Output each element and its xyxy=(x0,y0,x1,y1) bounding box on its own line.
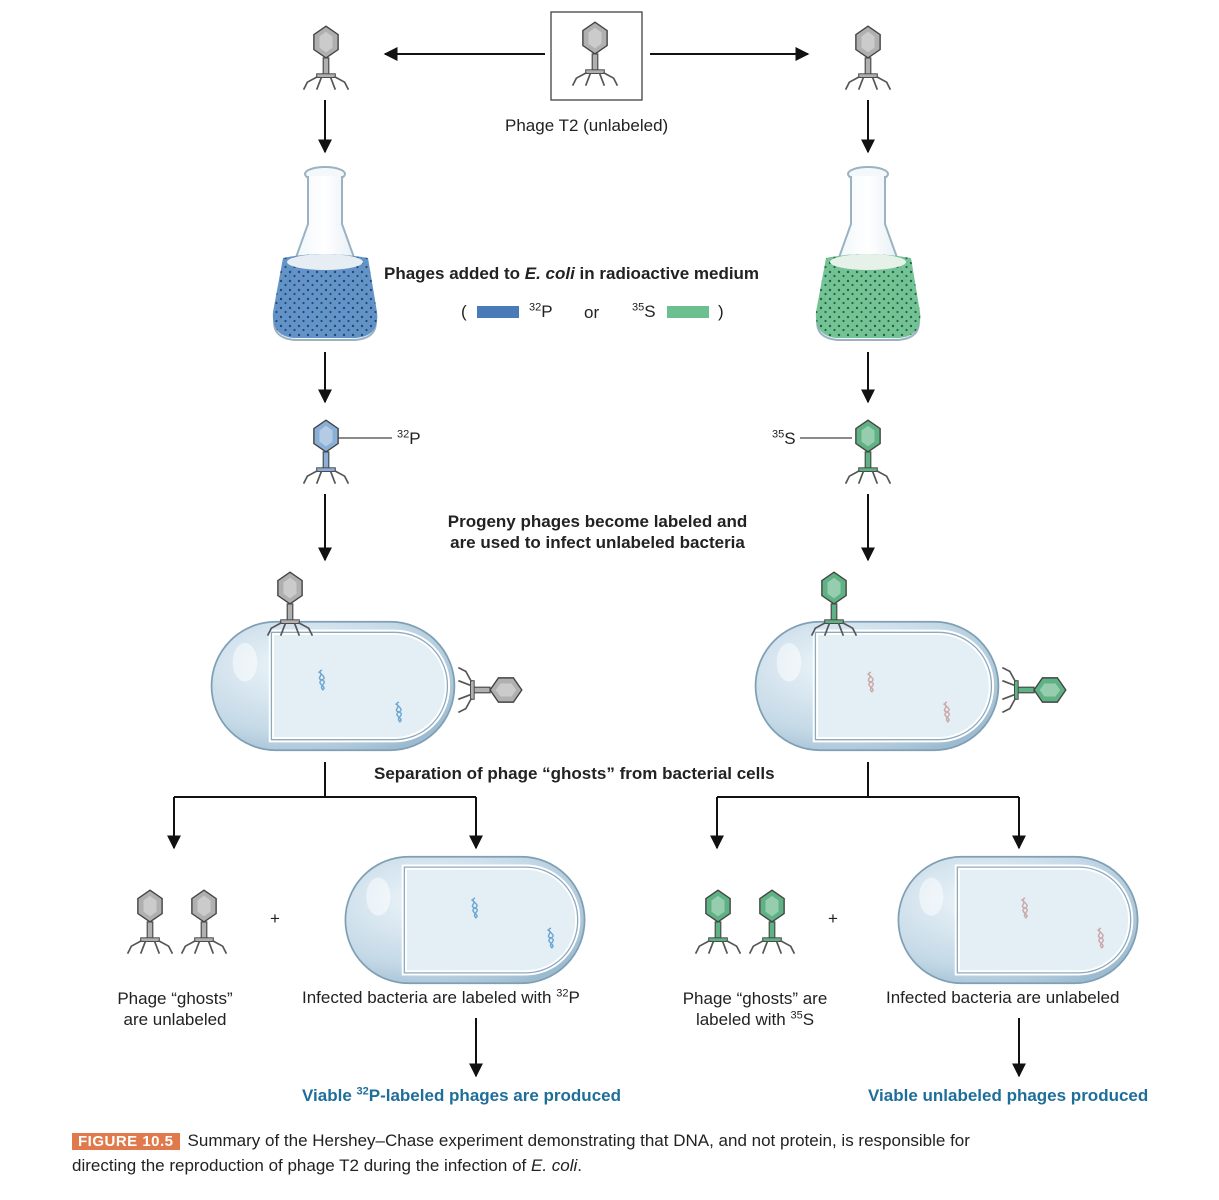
ghost-phage-green-2-icon xyxy=(748,889,796,954)
viable-labeled-output: Viable 32P-labeled phages are produced xyxy=(302,1085,621,1105)
legend-p32-swatch xyxy=(477,306,519,318)
progeny-line-1: Progeny phages become labeled and xyxy=(447,512,748,531)
p32-tag: 32P xyxy=(397,428,421,448)
caption-italic: E. coli xyxy=(531,1156,578,1175)
progeny-label: Progeny phages become labeled and are us… xyxy=(410,511,785,553)
legend-s35-label: 35S xyxy=(632,301,656,321)
ghosts-labeled-label: Phage “ghosts” are labeled with 35S xyxy=(682,989,828,1029)
infected-labeled-label: Infected bacteria are labeled with 32P xyxy=(302,987,580,1007)
legend-s35-swatch xyxy=(667,306,709,318)
ghost-phage-gray-1-icon xyxy=(126,889,174,954)
branch-left xyxy=(167,762,483,850)
ghost-phage-gray-2-icon xyxy=(180,889,228,954)
plus-right: + xyxy=(828,909,838,928)
progeny-line-2: are used to infect unlabeled bacteria xyxy=(450,533,745,552)
separation-label: Separation of phage “ghosts” from bacter… xyxy=(374,764,775,783)
bacterium-labeled xyxy=(345,857,584,984)
phages-added-italic: E. coli xyxy=(524,264,575,283)
ghost-phage-green-1-icon xyxy=(694,889,742,954)
infection-cell-left xyxy=(212,571,523,750)
phages-added-label: Phages added to E. coli in radioactive m… xyxy=(384,263,759,284)
legend-or: or xyxy=(584,303,600,322)
phage-top-right-icon xyxy=(844,25,892,90)
s35-tag: 35S xyxy=(772,428,796,448)
legend-paren-open: ( xyxy=(461,302,467,321)
ghosts-unlabeled-label: Phage “ghosts” are unlabeled xyxy=(117,989,233,1029)
legend-p32-label: 32P xyxy=(529,301,553,321)
legend-paren-close: ) xyxy=(718,302,724,321)
viable-unlabeled-output: Viable unlabeled phages produced xyxy=(868,1086,1149,1105)
phages-added-post: in radioactive medium xyxy=(574,264,760,283)
phage-p32-labeled-icon xyxy=(302,419,350,484)
phage-s35-labeled-icon xyxy=(844,419,892,484)
bacterium-unlabeled xyxy=(898,857,1137,984)
figure-tag: FIGURE 10.5 xyxy=(72,1133,180,1150)
flask-p32 xyxy=(272,166,378,341)
branch-right xyxy=(710,762,1026,850)
phages-added-pre: Phages added to xyxy=(384,264,525,283)
infected-unlabeled-label: Infected bacteria are unlabeled xyxy=(886,988,1120,1007)
flask-s35 xyxy=(815,166,921,341)
plus-left: + xyxy=(270,909,280,928)
phage-t2-label: Phage T2 (unlabeled) xyxy=(505,116,669,135)
infection-cell-right xyxy=(756,571,1067,750)
caption-text: Summary of the Hershey–Chase experiment … xyxy=(72,1131,970,1175)
phage-top-left-icon xyxy=(302,25,350,90)
